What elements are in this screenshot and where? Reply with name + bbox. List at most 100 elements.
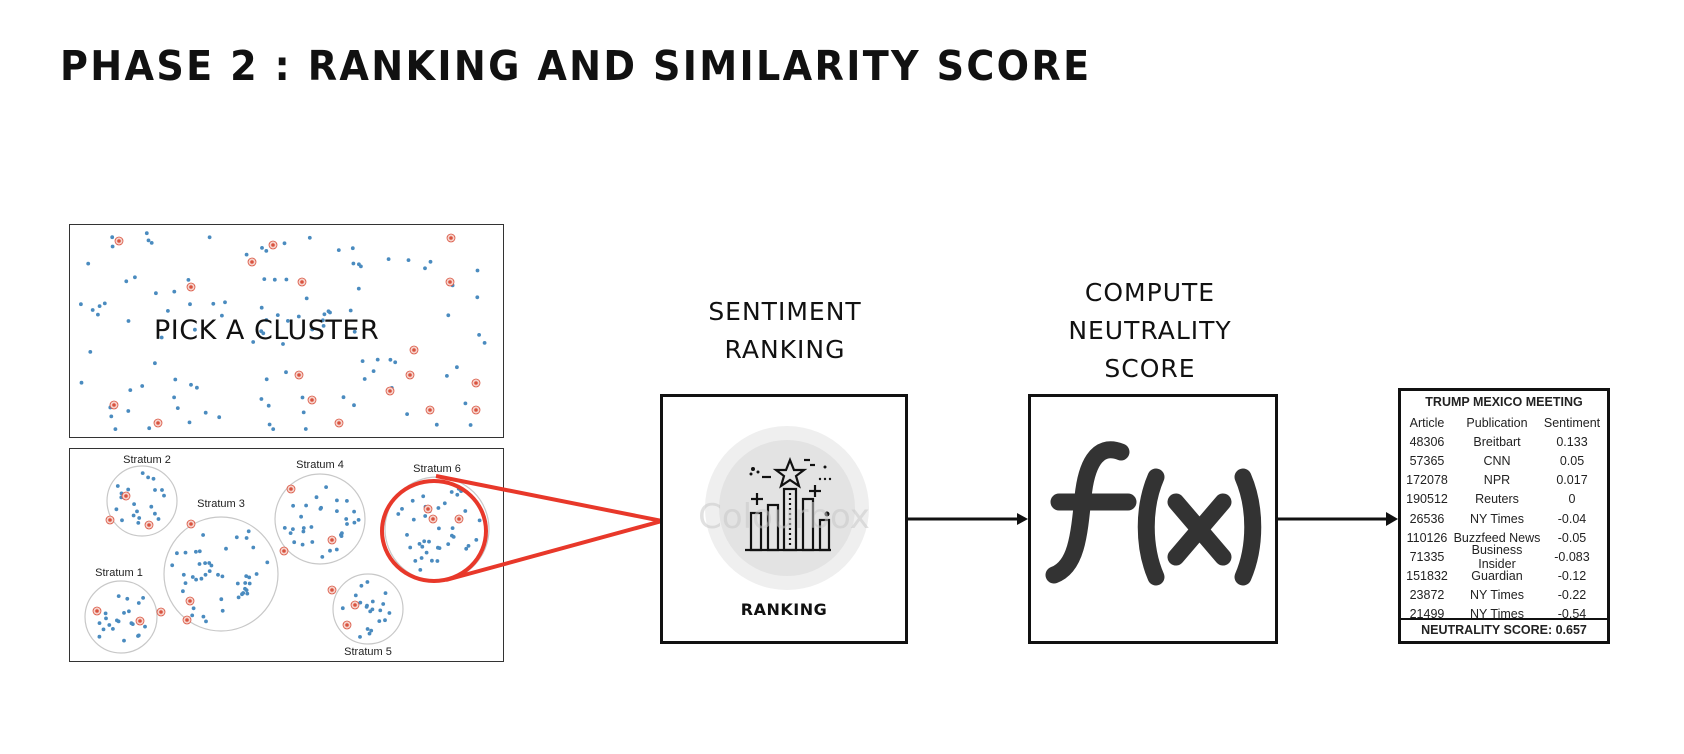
data-point: [335, 498, 339, 503]
data-point: [358, 635, 362, 639]
sampled-point-core: [300, 280, 304, 284]
data-point: [271, 427, 276, 431]
data-point: [405, 533, 409, 537]
stratum-circle[interactable]: [163, 516, 279, 632]
data-point: [421, 494, 426, 499]
data-point: [288, 531, 293, 535]
data-point: [284, 370, 288, 375]
data-point: [445, 374, 449, 378]
ranking-chart-icon: [705, 426, 869, 590]
sampled-point-core: [297, 373, 301, 377]
article-id-cell: 26536: [1409, 511, 1445, 526]
data-point: [201, 533, 206, 537]
sentiment-ranking-box: Colourbox RANKING: [660, 394, 908, 644]
data-point: [300, 542, 305, 547]
sampled-point-core: [188, 599, 192, 603]
data-point: [234, 535, 239, 540]
publication-cell: Reuters: [1475, 492, 1519, 507]
data-point: [463, 401, 468, 406]
data-point: [79, 380, 84, 385]
data-point: [266, 403, 271, 408]
data-point: [352, 520, 357, 525]
column-header: Publication: [1466, 415, 1528, 430]
article-id-cell: 110126: [1406, 530, 1448, 545]
sampled-point-core: [112, 403, 116, 407]
data-point: [120, 518, 124, 523]
data-point: [281, 342, 285, 346]
data-point: [352, 403, 356, 408]
stratum-label: Stratum 4: [296, 459, 344, 471]
sampled-point-core: [412, 348, 416, 352]
data-point: [149, 504, 154, 509]
data-point: [463, 509, 468, 513]
sampled-point-core: [189, 522, 193, 526]
data-point: [219, 597, 224, 602]
data-point: [351, 261, 356, 266]
data-point: [220, 608, 225, 613]
article-id-cell: 23872: [1409, 588, 1445, 603]
data-point: [455, 365, 459, 370]
data-point: [203, 410, 208, 415]
data-point: [393, 360, 398, 365]
sampled-point-core: [147, 523, 151, 527]
data-point: [244, 574, 249, 578]
data-point: [114, 507, 119, 512]
neutrality-score: NEUTRALITY SCORE: 0.657: [1401, 618, 1607, 641]
stratum-label: Stratum 5: [344, 646, 392, 658]
data-point: [136, 601, 141, 605]
arrow-ranking-to-fx: [908, 513, 1028, 525]
watermark: Colourbox: [698, 497, 870, 537]
stratum-circle[interactable]: [332, 573, 404, 645]
data-point: [191, 606, 196, 611]
data-point: [140, 471, 145, 475]
selected-stratum-highlight[interactable]: [380, 479, 488, 583]
data-point: [115, 484, 120, 488]
stratum-circle[interactable]: [274, 473, 366, 565]
sampled-point-core: [449, 236, 453, 240]
data-point: [111, 627, 115, 631]
table-header-row: Article Publication Sentiment: [1401, 413, 1607, 432]
data-point: [236, 595, 241, 600]
sampled-point-core: [426, 507, 430, 511]
data-point: [151, 476, 156, 481]
data-point: [153, 511, 157, 516]
data-point: [244, 588, 249, 592]
sampled-point-core: [95, 609, 99, 613]
data-point: [137, 516, 142, 520]
sentiment-cell: -0.22: [1557, 588, 1587, 603]
data-point: [450, 526, 455, 530]
data-point: [201, 614, 206, 619]
data-point: [435, 559, 440, 563]
data-point: [304, 503, 308, 508]
data-point: [122, 638, 126, 643]
population-scatter-panel[interactable]: PICK A CLUSTER: [69, 224, 504, 438]
data-point: [247, 581, 252, 586]
data-point: [322, 312, 327, 317]
data-point: [345, 522, 349, 526]
data-point: [356, 518, 361, 522]
sampled-point-core: [474, 408, 478, 412]
sampled-point-core: [159, 610, 163, 614]
data-point: [172, 395, 176, 400]
data-point: [135, 509, 139, 514]
label-line: RANKING: [724, 335, 846, 364]
stratum-circle[interactable]: [84, 580, 158, 654]
data-point: [254, 572, 259, 576]
data-point: [375, 357, 380, 362]
data-point: [211, 301, 216, 306]
data-point: [365, 627, 370, 631]
data-point: [362, 377, 367, 381]
data-point: [324, 485, 328, 489]
data-point: [209, 563, 214, 568]
stratum-circle[interactable]: [106, 465, 178, 537]
data-point: [262, 277, 267, 281]
data-point: [299, 514, 303, 519]
data-point: [344, 517, 349, 521]
data-point: [264, 318, 269, 322]
data-point: [181, 572, 186, 577]
data-point: [365, 603, 369, 608]
